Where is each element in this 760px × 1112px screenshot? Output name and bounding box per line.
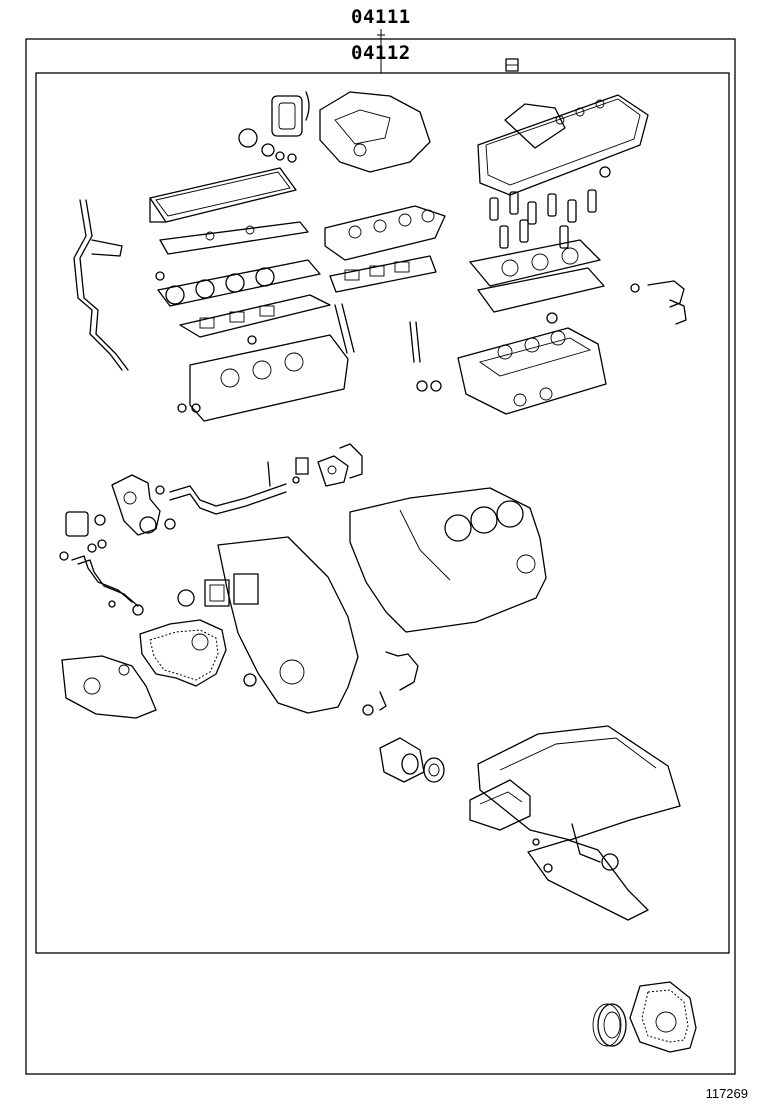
oil-pan <box>469 725 681 841</box>
figure-reference-number: 117269 <box>705 1086 748 1101</box>
oil-strainer <box>527 823 649 921</box>
valve-cover-gasket-small <box>271 91 310 137</box>
thermostat-gasket <box>139 516 176 534</box>
water-bypass-pipe <box>169 457 309 515</box>
outer-kit-label: 04111 <box>351 6 411 28</box>
intake-plenum <box>319 91 431 173</box>
inner-kit-frame <box>35 72 730 954</box>
exhaust-manifold-gasket-left <box>179 294 331 345</box>
valve-stem-seals <box>489 189 597 249</box>
knock-sensor-harness <box>362 651 419 716</box>
thermostat-housing <box>317 443 363 487</box>
oil-filler-cap <box>505 58 519 72</box>
timing-chain-gasket <box>159 221 309 255</box>
dipstick-guide <box>73 199 129 371</box>
pcv-hose-fittings <box>630 280 687 325</box>
oil-filter <box>379 737 445 783</box>
cylinder-block <box>349 487 547 633</box>
camshaft-seals <box>155 259 321 307</box>
valve-cover-gasket <box>477 94 649 196</box>
o-ring-seals <box>238 128 297 163</box>
oil-pump-gasket <box>61 655 157 719</box>
rear-oil-seal <box>592 1003 627 1047</box>
head-bolts <box>334 303 442 392</box>
timing-chain-cover <box>177 536 359 714</box>
cylinder-head-left <box>177 334 349 422</box>
outer-kit-frame <box>25 38 736 1075</box>
oil-cooler-pipe <box>59 539 144 616</box>
exhaust-manifold-gasket <box>329 255 437 293</box>
cylinder-head-gasket-right <box>469 239 605 324</box>
cylinder-head-right <box>457 327 607 415</box>
rear-oil-seal-retainer-gasket <box>629 981 697 1053</box>
intake-manifold-gasket <box>324 205 446 261</box>
head-cover-gasket-left <box>149 167 297 223</box>
water-pump-gasket <box>139 619 227 687</box>
water-pump-housing <box>65 474 165 537</box>
